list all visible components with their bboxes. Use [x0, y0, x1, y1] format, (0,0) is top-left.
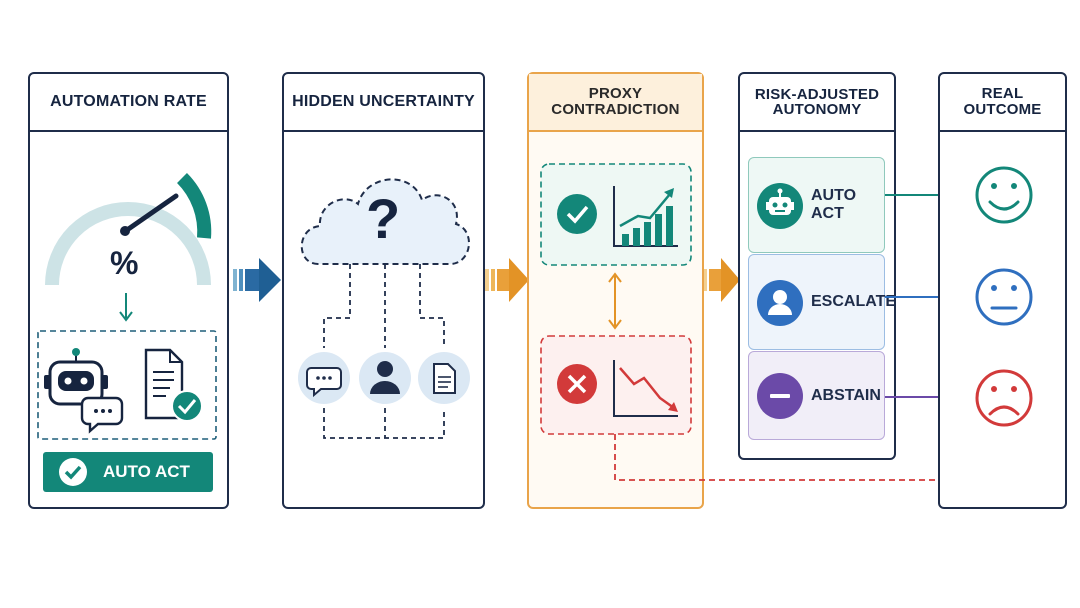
gauge-hub: [120, 226, 130, 236]
arrow-2-icon: [485, 258, 529, 302]
proxy-positive-box: [540, 163, 692, 266]
double-arrow-icon: [608, 272, 622, 330]
chat-bubble-icon: [80, 396, 124, 434]
hidden-uncertainty-title: HIDDEN UNCERTAINTY: [284, 74, 483, 132]
minus-icon: [757, 373, 803, 419]
hidden-uncertainty-panel: HIDDEN UNCERTAINTY: [282, 72, 485, 509]
happy-face-icon: [975, 166, 1033, 224]
proxy-contradiction-panel: PROXY CONTRADICTION: [527, 72, 704, 509]
proxy-negative-box: [540, 335, 692, 435]
automation-dashed-box: [37, 330, 217, 440]
option-escalate: ESCALATE: [748, 254, 896, 350]
document-icon-small: [433, 363, 456, 394]
automation-rate-panel: AUTOMATION RATE: [28, 72, 229, 509]
risk-adjusted-autonomy-title: RISK-ADJUSTED AUTONOMY: [740, 74, 894, 132]
gauge-percent-symbol: %: [110, 245, 139, 281]
auto-act-badge: AUTO ACT: [43, 452, 213, 492]
person-icon: [370, 361, 400, 394]
check-circle-icon: [557, 194, 597, 234]
option-auto-act-label: AUTO ACT: [811, 187, 857, 222]
check-circle-icon: [59, 458, 87, 486]
sad-face-icon: [975, 369, 1033, 427]
auto-act-badge-label: AUTO ACT: [103, 462, 190, 481]
gauge-needle: [124, 193, 179, 233]
person-icon: [757, 280, 803, 326]
gauge-arc-teal: [176, 173, 212, 239]
option-abstain: ABSTAIN: [748, 351, 885, 440]
neutral-face-icon: [975, 268, 1033, 326]
proxy-contradiction-title: PROXY CONTRADICTION: [529, 74, 702, 132]
gauge-arc-track: [45, 202, 211, 286]
question-mark-icon: ?: [366, 187, 401, 250]
automation-rate-title: AUTOMATION RATE: [30, 74, 227, 132]
option-abstain-label: ABSTAIN: [811, 386, 881, 404]
chat-bubble-icon-small: [306, 367, 342, 398]
cloud-icon: [300, 178, 470, 265]
arrow-3-icon: [703, 258, 740, 302]
robot-icon: [44, 348, 108, 406]
option-escalate-label: ESCALATE: [811, 293, 897, 310]
falling-chart-icon: [613, 360, 678, 417]
arrow-1-icon: [233, 258, 281, 302]
check-badge-icon: [171, 390, 203, 422]
option-auto-act: AUTO ACT: [748, 157, 885, 253]
real-outcome-title: REAL OUTCOME: [940, 74, 1065, 132]
rising-chart-icon: [613, 186, 678, 247]
robot-icon: [757, 183, 803, 229]
